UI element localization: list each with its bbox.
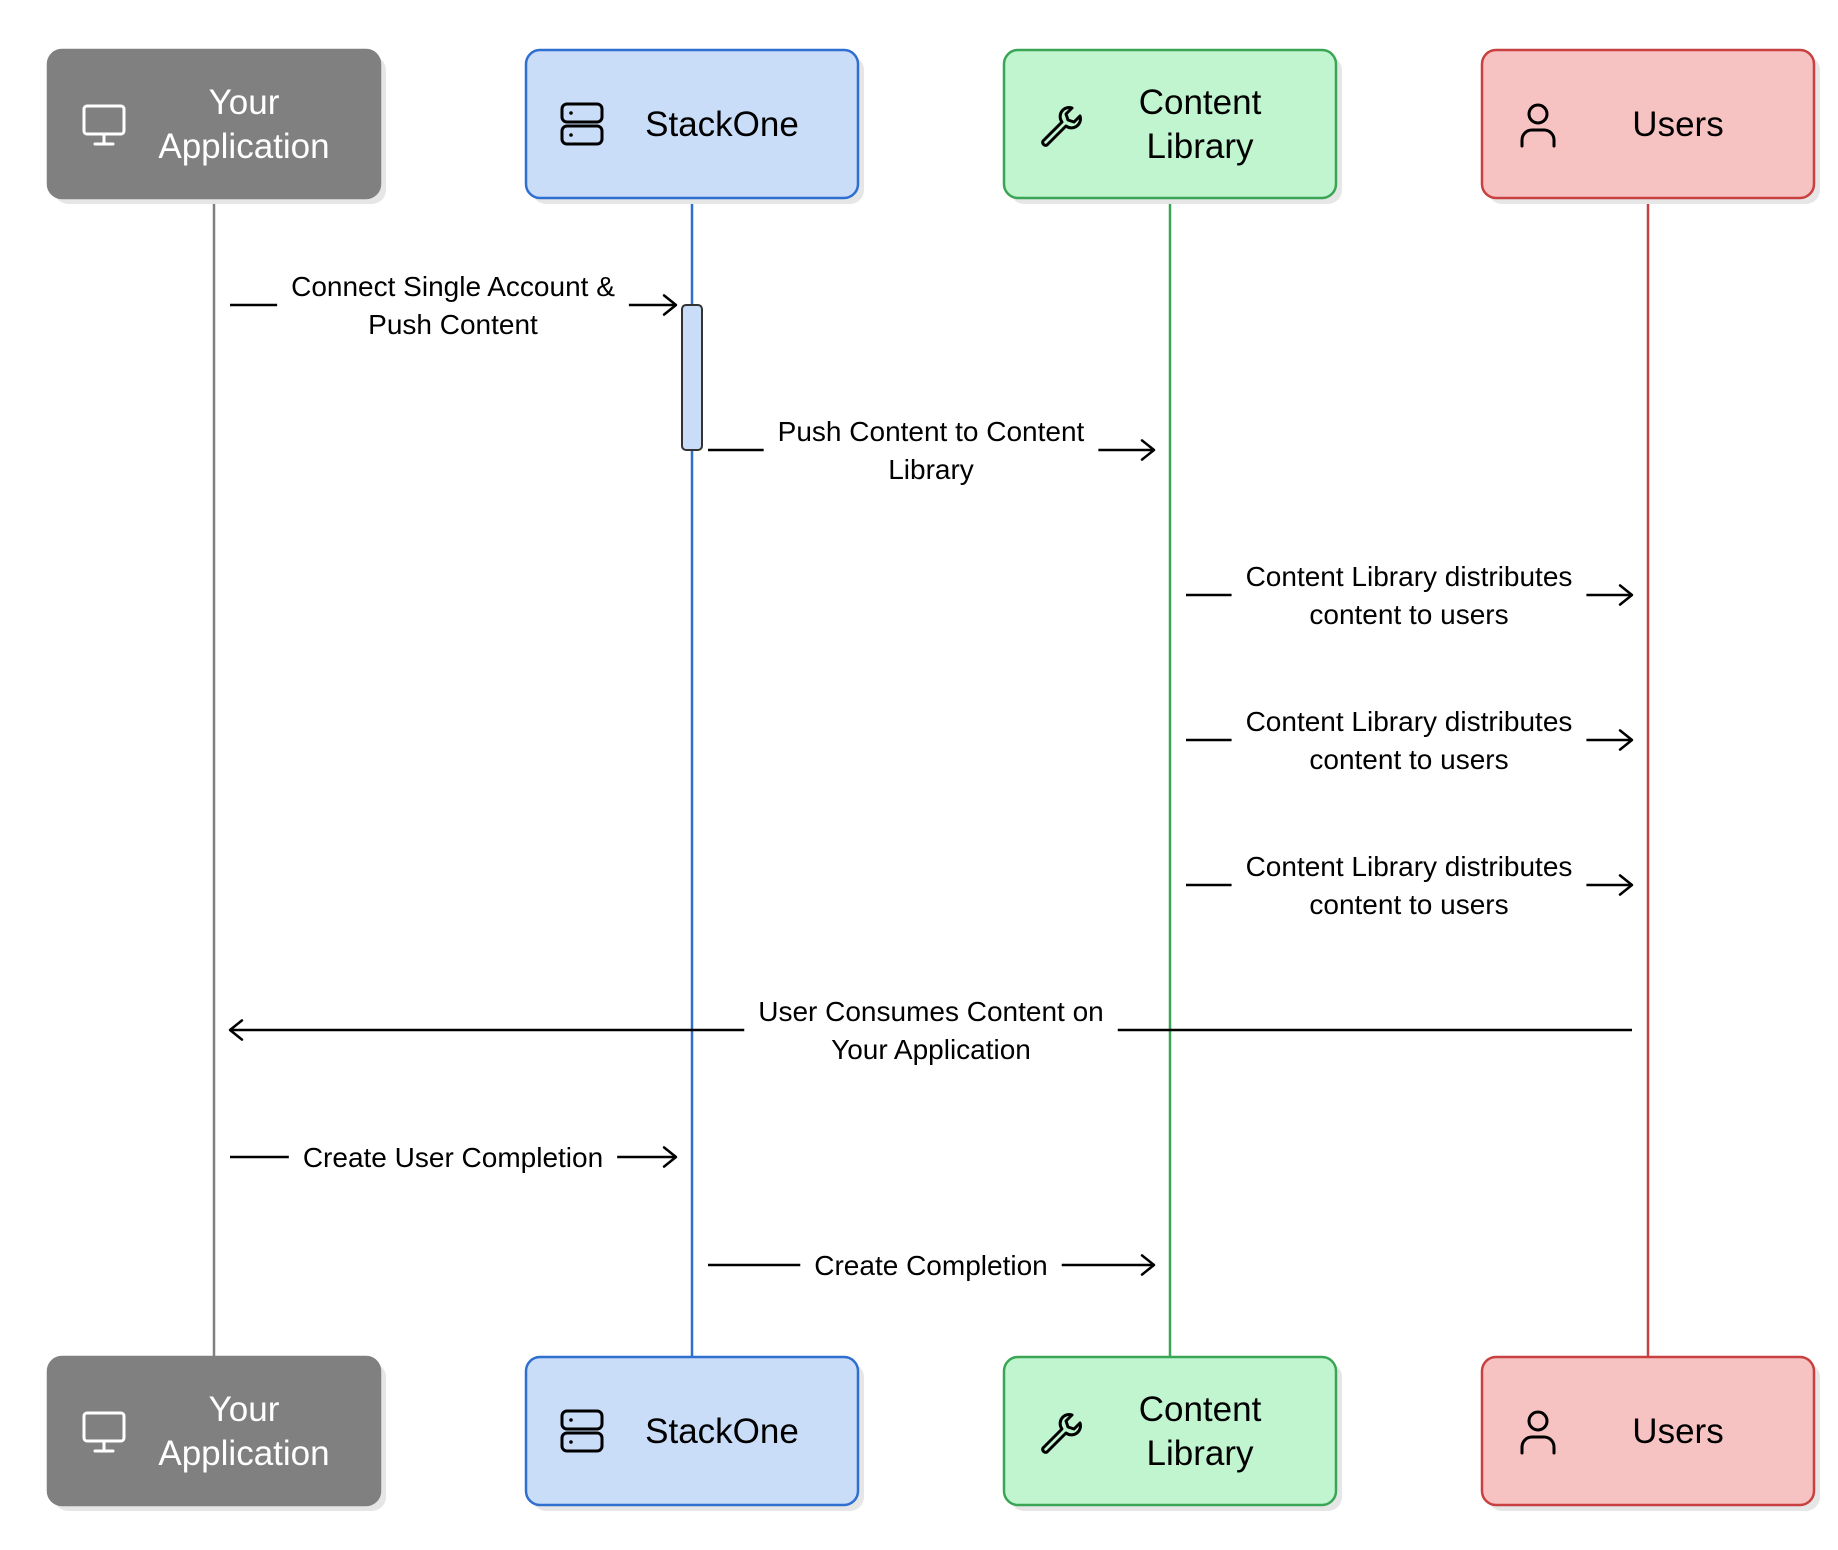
message-label: Create Completion xyxy=(814,1250,1047,1281)
message-label: Content Library distributes xyxy=(1246,561,1573,592)
message-label: Push Content to Content xyxy=(778,416,1085,447)
participant-label: Users xyxy=(1632,1412,1723,1451)
message-label: User Consumes Content on xyxy=(758,996,1104,1027)
participant-box xyxy=(1002,48,1338,200)
arrowhead-icon xyxy=(1618,874,1634,896)
message-label: Content Library distributes xyxy=(1246,851,1573,882)
message-label: Create User Completion xyxy=(303,1142,603,1173)
message-6[interactable]: User Consumes Content on Your Application xyxy=(228,996,1632,1065)
server-icon xyxy=(560,102,604,146)
activation-bar xyxy=(681,304,703,451)
message-label: Content Library distributes xyxy=(1246,706,1573,737)
participant-label: Your xyxy=(209,83,280,122)
participant-label: Your xyxy=(209,1390,280,1429)
participant-box xyxy=(1002,1355,1338,1507)
arrowhead-icon xyxy=(228,1019,244,1041)
participant-label: StackOne xyxy=(645,105,799,144)
arrowhead-icon xyxy=(662,1146,678,1168)
participant-label: StackOne xyxy=(645,1412,799,1451)
participant-label: Library xyxy=(1147,127,1254,166)
arrowhead-icon xyxy=(1618,584,1634,606)
message-8[interactable]: Create Completion xyxy=(708,1250,1156,1281)
monitor-icon xyxy=(82,104,126,146)
arrowhead-icon xyxy=(1140,439,1156,461)
wrench-icon xyxy=(1041,106,1082,147)
participant-label: Application xyxy=(158,1434,329,1473)
participant-box xyxy=(524,48,860,200)
participant-box xyxy=(1480,48,1816,200)
message-label: content to users xyxy=(1309,599,1508,630)
message-4[interactable]: Content Library distributes content to us… xyxy=(1186,706,1634,775)
participant-box xyxy=(46,48,382,200)
message-label: content to users xyxy=(1309,889,1508,920)
message-label: content to users xyxy=(1309,744,1508,775)
message-label: Push Content xyxy=(368,309,538,340)
message-1[interactable]: Connect Single Account & Push Content xyxy=(230,271,678,340)
message-3[interactable]: Content Library distributes content to us… xyxy=(1186,561,1634,630)
participant-label: Application xyxy=(158,127,329,166)
participant-users-top[interactable]: Users xyxy=(1480,48,1820,204)
arrowhead-icon xyxy=(1618,729,1634,751)
message-5[interactable]: Content Library distributes content to us… xyxy=(1186,851,1634,920)
participant-users-bottom[interactable]: Users xyxy=(1480,1355,1820,1511)
wrench-icon xyxy=(1041,1413,1082,1454)
server-icon xyxy=(560,1409,604,1453)
message-label: Your Application xyxy=(831,1034,1031,1065)
participant-label: Content xyxy=(1139,1390,1262,1429)
message-7[interactable]: Create User Completion xyxy=(230,1142,678,1173)
arrowhead-icon xyxy=(662,294,678,316)
arrowhead-icon xyxy=(1140,1254,1156,1276)
participant-label: Users xyxy=(1632,105,1723,144)
participant-stackone-bottom[interactable]: StackOne xyxy=(524,1355,864,1511)
user-icon xyxy=(1520,103,1556,148)
participant-stackone-top[interactable]: StackOne xyxy=(524,48,864,204)
participant-label: Content xyxy=(1139,83,1262,122)
message-label: Library xyxy=(888,454,974,485)
participant-label: Library xyxy=(1147,1434,1254,1473)
participant-box xyxy=(46,1355,382,1507)
participant-box xyxy=(1480,1355,1816,1507)
monitor-icon xyxy=(82,1411,126,1453)
user-icon xyxy=(1520,1410,1556,1455)
message-label: Connect Single Account & xyxy=(291,271,615,302)
participant-box xyxy=(524,1355,860,1507)
